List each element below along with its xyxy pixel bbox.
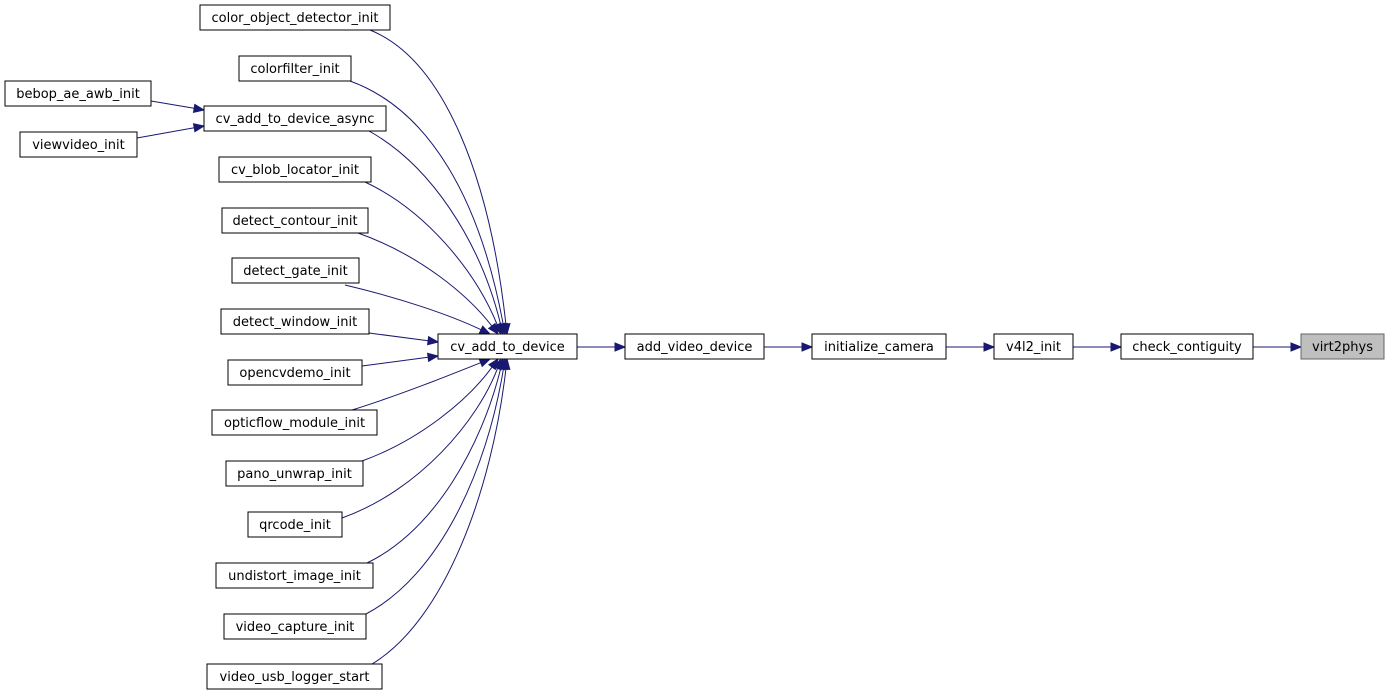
node-box (221, 207, 369, 234)
node-label: detect_contour_init (232, 214, 357, 229)
edges-layer (136, 29, 1303, 665)
edge-opticflow_module_init-to-cv_add_to_device (351, 362, 481, 411)
node-label: check_contiguity (1132, 340, 1242, 355)
arrowhead-detect_window_init-to-cv_add_to_device (427, 335, 440, 346)
node-box (203, 105, 387, 132)
node-v4l2_init[interactable]: v4l2_init (993, 333, 1074, 360)
node-label: colorfilter_init (250, 62, 339, 77)
node-box (238, 55, 352, 82)
node-box (1300, 333, 1385, 360)
edge-cv_add_to_device_async-to-cv_add_to_device (368, 130, 502, 325)
node-qrcode_init[interactable]: qrcode_init (247, 511, 343, 538)
node-label: cv_blob_locator_init (231, 163, 359, 178)
node-label: opticflow_module_init (224, 416, 365, 431)
node-pano_unwrap_init[interactable]: pano_unwrap_init (225, 460, 364, 487)
node-virt2phys[interactable]: virt2phys (1300, 333, 1385, 360)
node-cv_blob_locator_init[interactable]: cv_blob_locator_init (218, 156, 372, 183)
node-detect_gate_init[interactable]: detect_gate_init (231, 257, 360, 284)
node-box (223, 613, 367, 640)
node-color_object_detector_init[interactable]: color_object_detector_init (199, 4, 391, 31)
node-cv_add_to_device_async[interactable]: cv_add_to_device_async (203, 105, 387, 132)
node-box (1120, 333, 1254, 360)
node-label: viewvideo_init (32, 138, 125, 153)
edge-qrcode_init-to-cv_add_to_device (341, 368, 498, 519)
node-box (220, 308, 370, 335)
arrowhead-cv_add_to_device-to-add_video_device (614, 342, 627, 352)
node-label: virt2phys (1312, 340, 1373, 355)
edge-detect_contour_init-to-cv_add_to_device (357, 232, 493, 327)
edge-detect_gate_init-to-cv_add_to_device (344, 284, 482, 331)
node-viewvideo_init[interactable]: viewvideo_init (19, 131, 138, 158)
arrowhead-opencvdemo_init-to-cv_add_to_device (427, 352, 440, 363)
node-label: cv_add_to_device_async (216, 112, 375, 127)
edge-video_usb_logger_start-to-cv_add_to_device (371, 368, 507, 665)
node-box (206, 663, 383, 690)
edge-undistort_image_init-to-cv_add_to_device (366, 368, 502, 564)
node-box (199, 4, 391, 31)
node-box (215, 562, 374, 589)
node-colorfilter_init[interactable]: colorfilter_init (238, 55, 352, 82)
edge-cv_blob_locator_init-to-cv_add_to_device (364, 181, 498, 325)
arrowhead-v4l2_init-to-check_contiguity (1110, 342, 1123, 352)
node-label: detect_window_init (233, 315, 357, 330)
edge-colorfilter_init-to-cv_add_to_device (349, 80, 504, 325)
arrowhead-add_video_device-to-initialize_camera (801, 342, 814, 352)
node-box (231, 257, 360, 284)
node-label: detect_gate_init (243, 264, 347, 279)
node-initialize_camera[interactable]: initialize_camera (811, 333, 947, 360)
node-label: bebop_ae_awb_init (16, 87, 140, 102)
nodes-layer: color_object_detector_init colorfilter_in… (4, 4, 1385, 690)
node-detect_contour_init[interactable]: detect_contour_init (221, 207, 369, 234)
edge-opencvdemo_init-to-cv_add_to_device (361, 356, 429, 367)
arrowhead-opticflow_module_init-to-cv_add_to_device (478, 358, 492, 368)
edge-viewvideo_init-to-cv_add_to_device_async (136, 127, 195, 139)
node-label: cv_add_to_device (450, 340, 565, 355)
node-label: color_object_detector_init (211, 11, 378, 26)
edge-detect_window_init-to-cv_add_to_device (368, 332, 429, 342)
arrowhead-detect_contour_init-to-cv_add_to_device (487, 322, 499, 336)
node-box (247, 511, 343, 538)
node-label: add_video_device (637, 340, 753, 355)
node-video_usb_logger_start[interactable]: video_usb_logger_start (206, 663, 383, 690)
node-box (993, 333, 1074, 360)
node-label: pano_unwrap_init (237, 467, 352, 482)
node-box (218, 156, 372, 183)
node-cv_add_to_device[interactable]: cv_add_to_device (437, 333, 578, 360)
edge-bebop_ae_awb_init-to-cv_add_to_device_async (150, 100, 195, 109)
arrowhead-viewvideo_init-to-cv_add_to_device_async (192, 123, 206, 133)
node-box (227, 359, 363, 386)
node-bebop_ae_awb_init[interactable]: bebop_ae_awb_init (4, 80, 152, 107)
node-detect_window_init[interactable]: detect_window_init (220, 308, 370, 335)
node-label: undistort_image_init (228, 569, 361, 584)
node-box (624, 333, 765, 360)
edge-video_capture_init-to-cv_add_to_device (365, 368, 504, 615)
node-label: opencvdemo_init (239, 366, 350, 381)
node-label: video_usb_logger_start (220, 670, 370, 685)
node-box (437, 333, 578, 360)
arrowhead-detect_gate_init-to-cv_add_to_device (478, 325, 492, 335)
node-undistort_image_init[interactable]: undistort_image_init (215, 562, 374, 589)
node-box (211, 409, 378, 436)
arrowhead-initialize_camera-to-v4l2_init (983, 342, 996, 352)
edge-color_object_detector_init-to-cv_add_to_device (369, 29, 507, 325)
node-add_video_device[interactable]: add_video_device (624, 333, 765, 360)
node-video_capture_init[interactable]: video_capture_init (223, 613, 367, 640)
arrowhead-check_contiguity-to-virt2phys (1290, 342, 1303, 352)
node-label: qrcode_init (259, 518, 331, 533)
node-opencvdemo_init[interactable]: opencvdemo_init (227, 359, 363, 386)
node-box (225, 460, 364, 487)
node-label: video_capture_init (236, 620, 355, 635)
node-check_contiguity[interactable]: check_contiguity (1120, 333, 1254, 360)
edge-pano_unwrap_init-to-cv_add_to_device (361, 366, 493, 462)
arrowhead-video_usb_logger_start-to-cv_add_to_device (501, 357, 511, 370)
node-label: v4l2_init (1006, 340, 1061, 355)
node-label: initialize_camera (824, 340, 934, 355)
node-box (4, 80, 152, 107)
node-box (811, 333, 947, 360)
node-box (19, 131, 138, 158)
node-opticflow_module_init[interactable]: opticflow_module_init (211, 409, 378, 436)
arrowhead-bebop_ae_awb_init-to-cv_add_to_device_async (192, 103, 206, 113)
